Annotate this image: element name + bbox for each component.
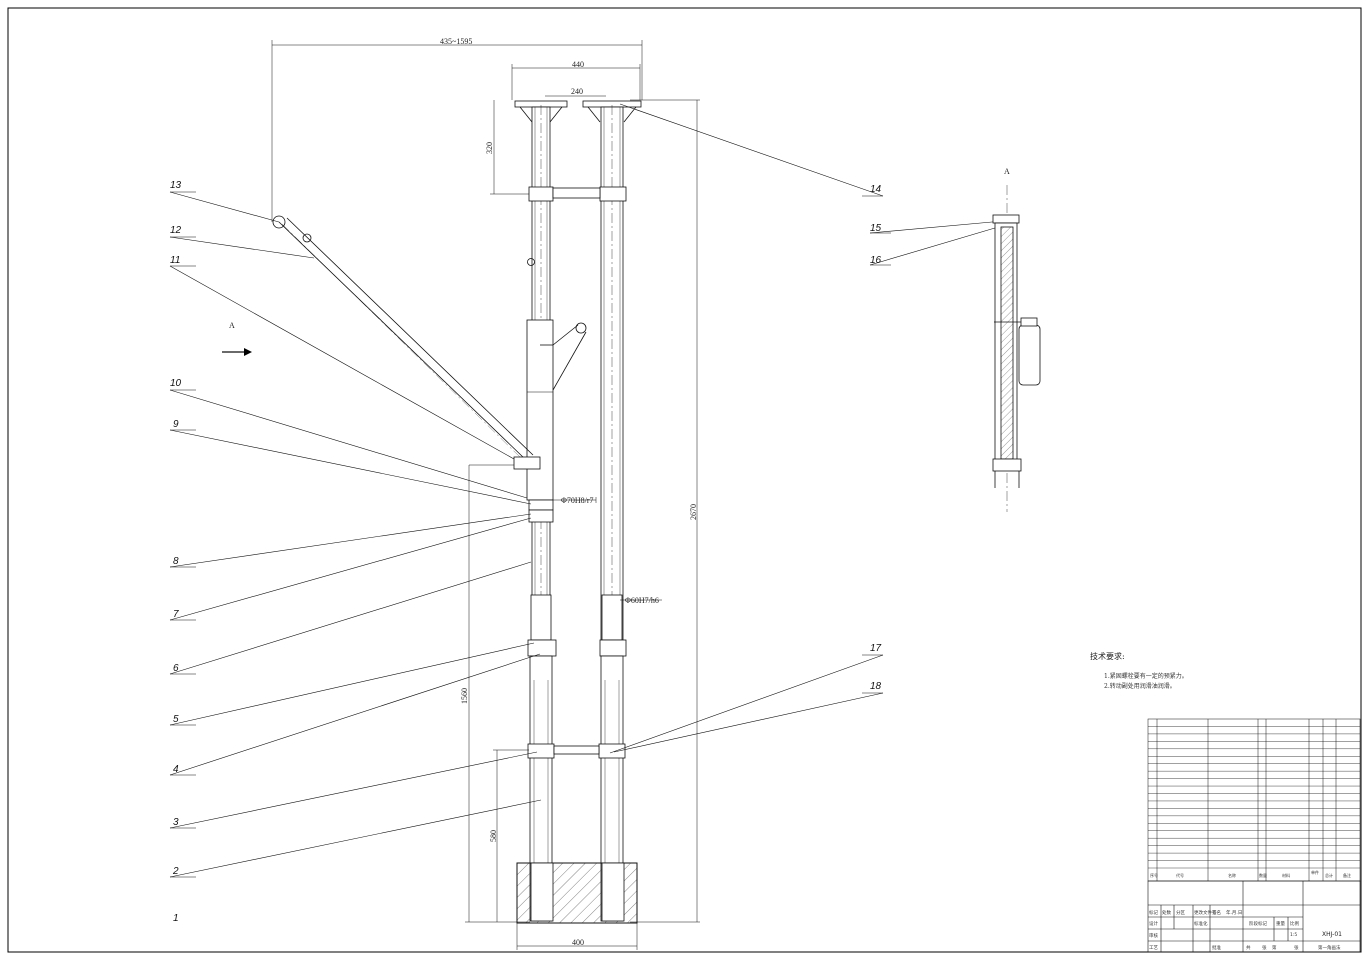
part-label-3: 3 — [173, 817, 179, 828]
tb-cell: 审核 — [1149, 934, 1158, 939]
part-label-5: 5 — [173, 714, 179, 725]
bom-rows — [1148, 726, 1360, 869]
tb-cell: 阶段标记 — [1249, 922, 1267, 927]
bom-header-name: 名称 — [1228, 873, 1236, 878]
part-label-10: 10 — [170, 378, 182, 389]
part-label-14: 14 — [870, 184, 882, 195]
tb-cell: 签名 — [1212, 911, 1221, 916]
part-label-13: 13 — [170, 180, 182, 191]
part-label-15: 15 — [870, 223, 882, 234]
part-label-7: 7 — [173, 609, 179, 620]
part-label-4: 4 — [173, 764, 179, 775]
dim-total-height: 2670 — [689, 504, 698, 520]
part-label-6: 6 — [173, 663, 179, 674]
tb-cell: 1:5 — [1290, 933, 1298, 938]
bom-header-qty: 数量 — [1259, 873, 1267, 878]
part-label-1: 1 — [173, 913, 179, 924]
part-label-8: 8 — [173, 556, 179, 567]
main-assembly — [222, 40, 700, 950]
dim-post-spacing: 240 — [571, 87, 583, 96]
dim-lower-height: 1560 — [460, 688, 469, 704]
tb-cell: 共 — [1246, 946, 1251, 951]
fit-upper-label: Φ70H8/r7 — [561, 496, 594, 505]
tb-cell: 第一角画法 — [1318, 946, 1341, 951]
view-label-a: A — [229, 321, 235, 330]
tech-requirement-item: 2.转动副处用润滑油润滑。 — [1104, 683, 1176, 690]
tech-requirements-title: 技术要求: — [1090, 652, 1125, 661]
title-block — [1147, 880, 1361, 953]
tb-cell: 更改文件号 — [1194, 911, 1217, 916]
bom-table — [1147, 718, 1361, 882]
sheet-border — [7, 7, 1362, 953]
part-label-11: 11 — [170, 255, 180, 266]
bom-header-total: 总计 — [1325, 873, 1333, 878]
side-view-label-a: A — [1004, 167, 1010, 176]
part-label-2: 2 — [172, 866, 179, 877]
part-label-18: 18 — [870, 681, 882, 692]
tb-cell: 第 — [1272, 946, 1277, 951]
tb-cell: 分区 — [1176, 911, 1185, 916]
side-view — [992, 185, 1041, 512]
tech-requirement-item: 1.紧固螺栓要有一定的预紧力。 — [1104, 673, 1188, 680]
tb-cell: 重量 — [1276, 922, 1285, 927]
tb-cell: 工艺 — [1149, 946, 1158, 951]
tb-cell: 张 — [1294, 946, 1299, 951]
dim-overall-reach: 435~1595 — [440, 37, 472, 46]
tb-cell: 标准化 — [1194, 922, 1208, 927]
dim-top-arm-drop: 320 — [485, 142, 494, 154]
part-label-16: 16 — [870, 255, 882, 266]
leader-lines — [169, 103, 1006, 878]
drawing-number: XHJ-01 — [1322, 931, 1342, 938]
dim-top-width: 440 — [572, 60, 584, 69]
bom-header-index: 序号 — [1150, 873, 1158, 878]
part-label-9: 9 — [173, 419, 179, 430]
part-label-12: 12 — [170, 225, 182, 236]
fit-lower-label: Φ60H7/h6 — [625, 596, 659, 605]
dim-base-width: 400 — [572, 938, 584, 947]
tb-cell: 张 — [1262, 946, 1267, 951]
bom-header-code: 代号 — [1176, 873, 1184, 878]
tb-cell: 设计 — [1149, 922, 1158, 927]
part-label-17: 17 — [870, 643, 882, 654]
bom-header-material: 材料 — [1282, 873, 1290, 878]
bom-header-unit: 单件 — [1311, 870, 1319, 875]
tb-cell: 标记 — [1149, 911, 1158, 916]
bom-header-remark: 备注 — [1343, 873, 1351, 878]
tb-cell: 处数 — [1162, 911, 1171, 916]
tb-cell: 年.月.日 — [1226, 911, 1243, 916]
dim-base-height: 580 — [489, 830, 498, 842]
tb-cell: 比例 — [1290, 922, 1299, 927]
tb-cell: 批准 — [1212, 946, 1221, 951]
view-arrow-icon — [244, 348, 252, 356]
